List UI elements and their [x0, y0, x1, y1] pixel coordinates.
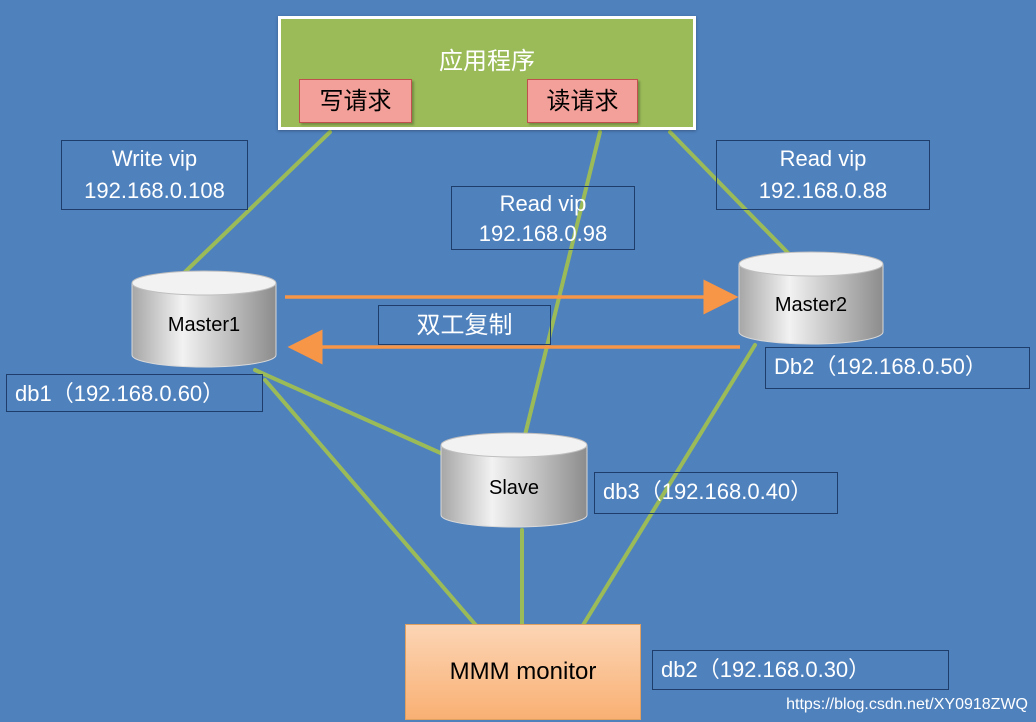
read-vip-right-ip: 192.168.0.88: [758, 178, 888, 203]
line-app-to-slave: [523, 130, 602, 437]
write-vip-name: Write vip: [111, 146, 198, 171]
line-master2-to-monitor: [578, 343, 757, 632]
master2-label: Master2: [774, 294, 848, 316]
line-app-to-master1: [183, 130, 332, 274]
slave-cylinder[interactable]: [440, 432, 588, 528]
db1-address-label: db1（192.168.0.60）: [6, 374, 263, 412]
read-vip-right-label: Read vip 192.168.0.88: [716, 140, 930, 210]
master2-cylinder[interactable]: [738, 251, 884, 345]
slave-label: Slave: [488, 477, 540, 499]
master1-cylinder[interactable]: [131, 270, 277, 368]
db3-address-label: db3（192.168.0.40）: [594, 472, 838, 514]
read-vip-left-name: Read vip: [499, 191, 587, 216]
write-vip-label: Write vip 192.168.0.108: [61, 140, 248, 210]
duplex-replication-label: 双工复制: [378, 305, 551, 345]
application-box: 应用程序 写请求 读请求: [278, 16, 696, 130]
monitor-address-label: db2（192.168.0.30）: [652, 650, 949, 690]
write-vip-ip: 192.168.0.108: [84, 178, 225, 203]
write-request-box[interactable]: 写请求: [299, 79, 412, 123]
watermark-url: https://blog.csdn.net/XY0918ZWQ: [786, 696, 1028, 713]
db2-address-label: Db2（192.168.0.50）: [765, 347, 1030, 389]
read-vip-left-label: Read vip 192.168.0.98: [451, 186, 635, 250]
line-app-to-master2: [668, 130, 792, 257]
mmm-monitor-box[interactable]: MMM monitor: [405, 624, 641, 720]
read-vip-left-ip: 192.168.0.98: [478, 221, 608, 246]
master1-label: Master1: [167, 314, 241, 336]
application-title: 应用程序: [439, 47, 535, 75]
read-vip-right-name: Read vip: [779, 146, 867, 171]
line-master1-to-monitor: [263, 378, 482, 632]
read-request-box[interactable]: 读请求: [527, 79, 638, 123]
line-master1-to-slave: [253, 368, 447, 457]
